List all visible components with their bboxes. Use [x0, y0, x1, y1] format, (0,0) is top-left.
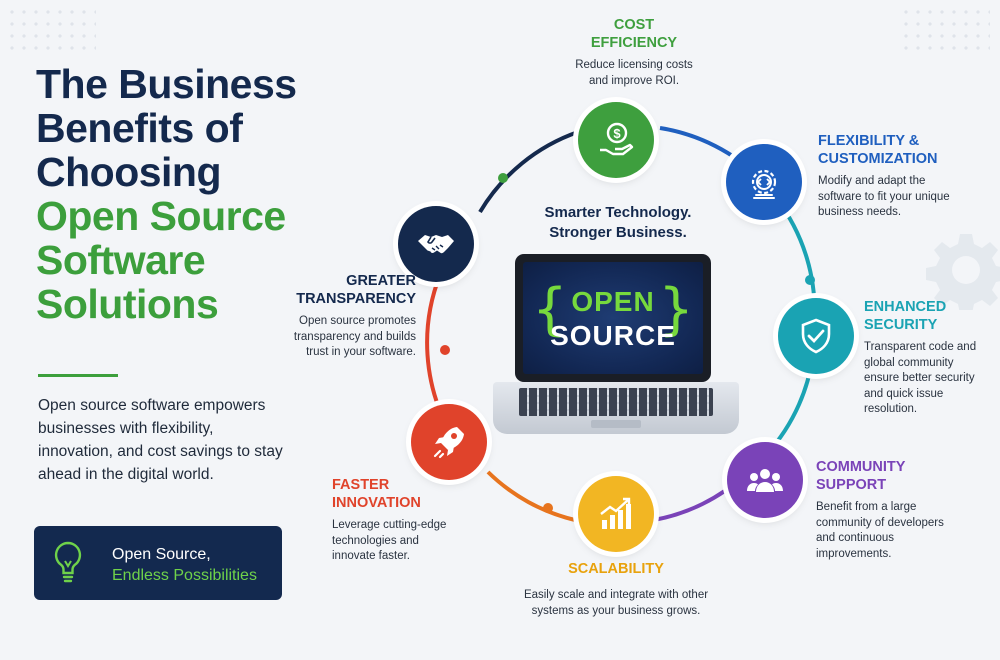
tagline-card: Open Source, Endless Possibilities: [34, 526, 282, 600]
title-line-highlight: Solutions: [36, 281, 219, 327]
ring-dot: [498, 173, 508, 183]
benefit-title: SCALABILITY: [568, 561, 664, 577]
title-line-highlight: Software: [36, 237, 206, 283]
title-underline: [38, 374, 118, 377]
center-headline-2: Stronger Business.: [549, 224, 687, 241]
label-scalability: SCALABILITY Easily scale and integrate w…: [508, 560, 724, 619]
ring-dot: [440, 345, 450, 355]
dollar-hand-icon: $: [600, 122, 634, 156]
people-group-icon: [747, 469, 783, 492]
benefit-description: Open source promotes transparency and bu…: [293, 315, 416, 358]
label-transparency: GREATER TRANSPARENCY Open source promote…: [288, 272, 416, 361]
benefit-title: SECURITY: [864, 317, 938, 333]
tagline-line-2: Endless Possibilities: [112, 567, 257, 584]
label-innovation: FASTER INNOVATION Leverage cutting-edge …: [332, 476, 472, 565]
laptop-base: [493, 382, 739, 434]
label-security: ENHANCED SECURITY Transparent code and g…: [864, 298, 994, 418]
node-flexibility: [726, 144, 802, 220]
title-line-highlight: Open Source: [36, 193, 286, 239]
right-brace-icon: }: [659, 277, 693, 342]
tagline-line-1: Open Source,: [112, 546, 211, 563]
node-cost-efficiency: $: [578, 102, 654, 178]
dot-pattern: [900, 6, 990, 56]
ring-arc: [486, 470, 576, 522]
benefit-description: Transparent code and global community en…: [864, 341, 977, 415]
node-community: [727, 442, 803, 518]
node-innovation: [411, 404, 487, 480]
intro-text: Open source software empowers businesses…: [38, 397, 283, 483]
benefit-description: Leverage cutting-edge technologies and i…: [332, 519, 447, 562]
laptop-screen: { } OPEN SOURCE: [515, 254, 711, 382]
title-line: Benefits of: [36, 105, 243, 151]
benefit-title: INNOVATION: [332, 495, 421, 511]
laptop-keyboard: [519, 388, 713, 416]
shield-check-icon: [801, 318, 831, 354]
benefit-title: CUSTOMIZATION: [818, 151, 938, 167]
screen-word-open: OPEN: [571, 286, 655, 317]
title-line: Choosing: [36, 149, 222, 195]
handshake-icon: [418, 235, 454, 254]
benefit-title: ENHANCED: [864, 299, 947, 315]
ring-dot: [543, 503, 553, 513]
laptop-illustration: { } OPEN SOURCE: [493, 254, 739, 440]
benefit-title: COST: [613, 17, 655, 33]
laptop-trackpad: [591, 420, 641, 428]
node-scalability: [578, 476, 654, 552]
benefit-title: FASTER: [332, 477, 390, 493]
dot-pattern: [6, 6, 96, 56]
laptop-display: { } OPEN SOURCE: [523, 262, 703, 374]
benefit-title: SUPPORT: [816, 477, 887, 493]
screen-word-source: SOURCE: [550, 320, 676, 351]
left-brace-icon: {: [533, 277, 567, 342]
title-line: The Business: [36, 61, 297, 107]
background-gear-icon: [926, 234, 1000, 310]
svg-text:$: $: [613, 126, 621, 141]
benefit-title: EFFICIENCY: [590, 35, 678, 51]
page-title: The Business Benefits of Choosing Open S…: [36, 62, 356, 326]
lightbulb-icon: [54, 541, 82, 583]
center-headline-1: Smarter Technology.: [544, 204, 692, 221]
benefit-description: Easily scale and integrate with other sy…: [523, 589, 709, 617]
benefit-description: Modify and adapt the software to fit you…: [818, 175, 950, 218]
gear-code-icon: [751, 169, 777, 199]
label-community: COMMUNITY SUPPORT Benefit from a large c…: [816, 458, 966, 562]
node-transparency: [398, 206, 474, 282]
node-security: [778, 298, 854, 374]
benefit-title: COMMUNITY: [816, 459, 906, 475]
growth-chart-icon: [600, 497, 631, 529]
benefit-description: Benefit from a large community of develo…: [816, 501, 944, 560]
ring-arc: [478, 130, 579, 214]
benefit-title: TRANSPARENCY: [296, 291, 416, 307]
label-cost-efficiency: COST EFFICIENCY Reduce licensing costs a…: [538, 16, 730, 89]
benefit-description: Reduce licensing costs and improve ROI.: [575, 59, 693, 87]
ring-dot: [805, 275, 815, 285]
rocket-icon: [433, 427, 464, 459]
label-flexibility: FLEXIBILITY & CUSTOMIZATION Modify and a…: [818, 132, 988, 221]
benefit-title: FLEXIBILITY &: [818, 133, 920, 149]
benefit-title: GREATER: [346, 273, 416, 289]
